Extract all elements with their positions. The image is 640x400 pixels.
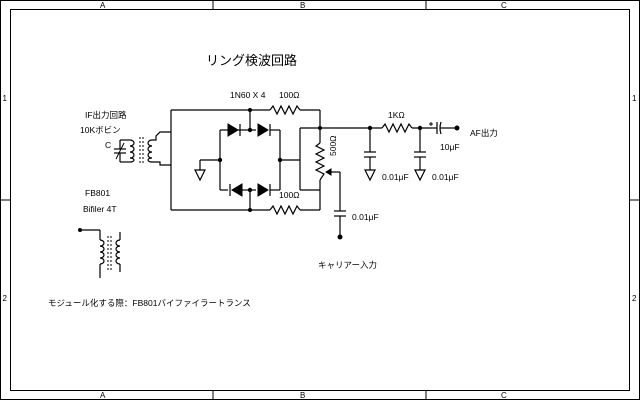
resistor-bottom: [269, 204, 301, 216]
grid-row-1-right: 1: [632, 94, 637, 103]
label-pot: 500Ω: [328, 135, 338, 156]
diode-top-right: [257, 123, 271, 137]
ring-mixer-wiring: [170, 109, 321, 211]
grid-row-1-left: 1: [3, 94, 8, 103]
grid-col-c-top: C: [501, 1, 507, 10]
carrier-input-branch: [334, 172, 346, 235]
label-cap-c: C: [105, 140, 111, 150]
label-diodes: 1N60 X 4: [230, 90, 266, 100]
grid-col-a-top: A: [100, 1, 106, 10]
ground-symbol: [414, 169, 426, 182]
label-fb801: FB801: [85, 188, 110, 198]
if-transformer-primary: [129, 139, 135, 163]
grid-row-2-right: 2: [632, 294, 637, 303]
bifilar-transformer: [78, 228, 121, 278]
capacitor-shunt-2: [414, 128, 426, 170]
label-bifiler: Bifiler 4T: [83, 204, 117, 214]
potentiometer-500: [314, 142, 326, 181]
wire-sec-bottom: [152, 161, 171, 166]
label-af-out: AF出力: [470, 128, 498, 138]
capacitor-coupling: [429, 121, 456, 135]
label-r-bottom: 100Ω: [279, 190, 300, 200]
diagram-title: リング検波回路: [206, 53, 297, 69]
grid-col-b-top: B: [300, 1, 305, 10]
label-module-note: モジュール化する際：FB801バイファイラートランス: [48, 298, 251, 308]
resistor-1k: [381, 122, 413, 134]
junction-dot: [247, 127, 253, 133]
label-c-coupling: 10μF: [440, 142, 460, 152]
resistor-top: [269, 104, 301, 116]
diode-bottom-right: [257, 183, 271, 197]
ground-symbol: [194, 169, 206, 182]
label-r-top: 100Ω: [279, 90, 300, 100]
trimmer-capacitor: [114, 139, 130, 163]
label-if-out: IF出力回路: [85, 110, 127, 120]
carrier-input-terminal: [337, 234, 343, 240]
label-carrier-cap: 0.01μF: [352, 212, 379, 222]
capacitor-shunt-1: [364, 128, 376, 170]
junction-dot: [248, 108, 252, 112]
grid-col-b-bottom: B: [300, 391, 305, 400]
junction-dot: [217, 157, 223, 163]
grid-row-2-left: 2: [3, 294, 8, 303]
label-r-out: 1KΩ: [388, 110, 405, 120]
junction-dot: [277, 157, 283, 163]
label-carrier-in: キャリアー入力: [318, 260, 377, 270]
if-transformer-secondary: [147, 139, 153, 163]
ground-symbol: [364, 169, 376, 182]
wire-sec-top: [152, 131, 171, 141]
label-coil: 10Kボビン: [80, 125, 121, 135]
label-c-out2: 0.01μF: [432, 172, 459, 182]
diode-top-left: [227, 123, 242, 137]
grid-col-a-bottom: A: [100, 391, 106, 400]
junction-dot: [248, 208, 252, 212]
af-output-terminal: [454, 125, 460, 131]
junction-dot: [247, 187, 253, 193]
grid-col-c-bottom: C: [501, 391, 507, 400]
diode-bottom-left: [229, 183, 243, 197]
label-c-out1: 0.01μF: [382, 172, 409, 182]
